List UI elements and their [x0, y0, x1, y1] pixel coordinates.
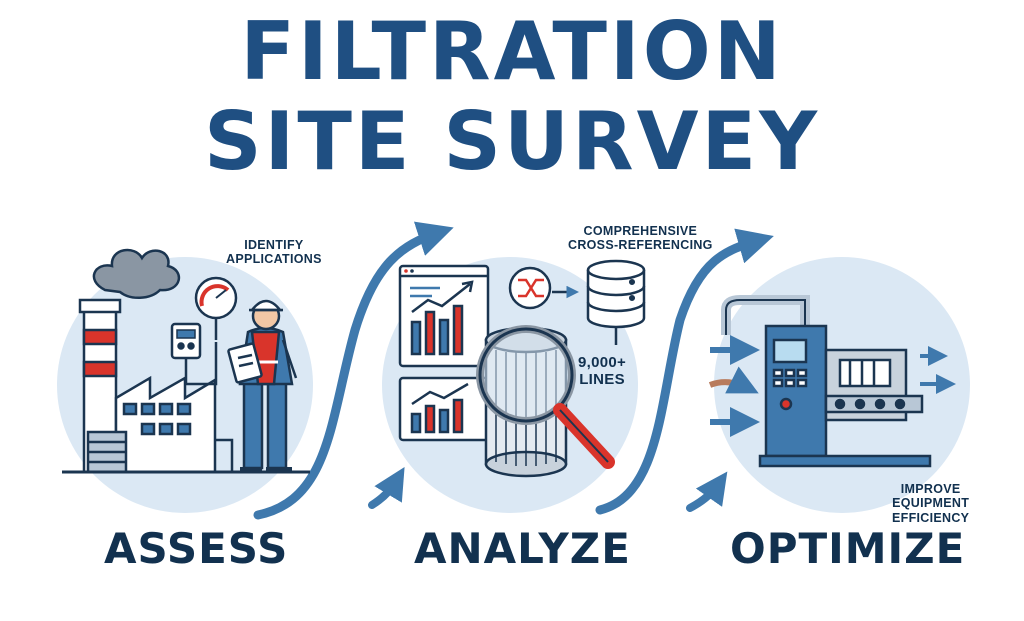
- factory-icon: [62, 248, 310, 474]
- optimize-note: IMPROVE EQUIPMENT EFFICIENCY: [892, 482, 969, 525]
- assess-note-line-2: APPLICATIONS: [226, 252, 322, 267]
- optimize-note-line-1: IMPROVE: [900, 482, 961, 496]
- analyze-stat-value: 9,000+: [578, 354, 627, 371]
- magnifier-icon: [476, 325, 615, 469]
- pressure-gauge-icon: [170, 276, 238, 386]
- flow-arrow-icon: [253, 221, 774, 520]
- title-line-1: FILTRATION: [240, 5, 784, 98]
- clipboard-icon: [227, 342, 263, 384]
- analyze-note: COMPREHENSIVE CROSS-REFERENCING: [568, 224, 713, 253]
- optimize-note-line-2: EQUIPMENT: [892, 496, 970, 511]
- flow-arrow-icon: [708, 335, 956, 437]
- stage-label-analyze: ANALYZE: [414, 524, 631, 573]
- dashboard-chart-icon: [398, 264, 490, 442]
- analyze-note-line-1: COMPREHENSIVE: [583, 224, 698, 238]
- assess-note: IDENTIFY APPLICATIONS: [226, 238, 322, 267]
- worker-icon: [238, 299, 298, 473]
- industrial-machine-icon: [721, 295, 932, 468]
- shuffle-icon: [508, 266, 579, 310]
- database-icon: [586, 259, 646, 345]
- analyze-stat: 9,000+ LINES: [578, 354, 626, 389]
- analyze-stat-unit: LINES: [579, 371, 625, 389]
- stage-label-optimize: OPTIMIZE: [730, 524, 966, 573]
- stage-label-assess: ASSESS: [104, 524, 289, 573]
- analyze-note-line-2: CROSS-REFERENCING: [568, 238, 713, 253]
- assess-note-line-1: IDENTIFY: [244, 238, 304, 252]
- optimize-note-line-3: EFFICIENCY: [892, 510, 970, 525]
- title-line-2: SITE SURVEY: [203, 95, 821, 188]
